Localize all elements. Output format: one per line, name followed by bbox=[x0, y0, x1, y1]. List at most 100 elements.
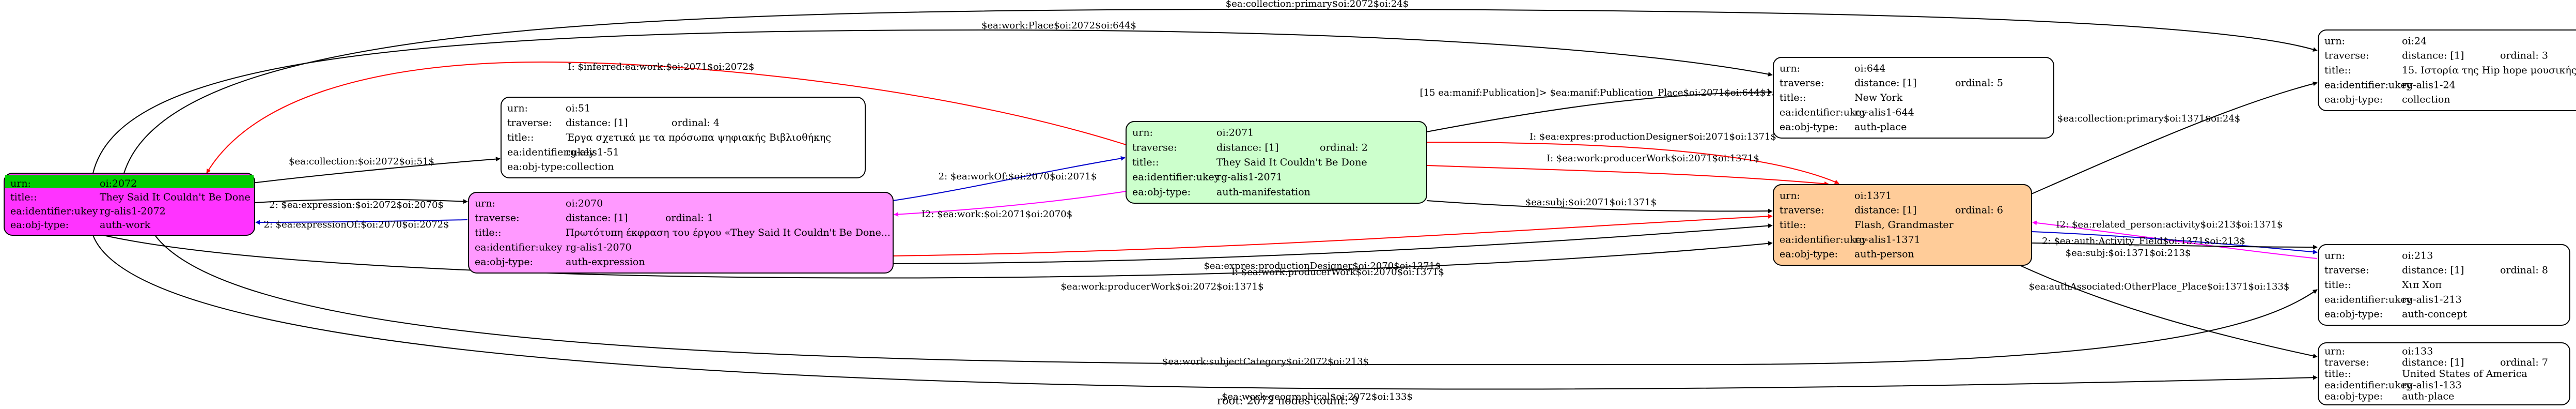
node-field-value: oi:133 bbox=[2402, 345, 2433, 357]
edge-label: $ea:collection:primary$oi:2072$oi:24$ bbox=[1226, 0, 1409, 9]
graph-edge: $ea:work:geographical$oi:2072$oi:133$ bbox=[92, 235, 2318, 402]
edge-line bbox=[255, 219, 468, 225]
node-field-value: collection bbox=[2402, 94, 2450, 105]
node-field-value: oi:644 bbox=[1854, 63, 1885, 74]
node-field-key: traverse: bbox=[1779, 205, 1824, 216]
edge-line bbox=[123, 8, 2318, 174]
graph-edge: $ea:expres:productionDesigner$oi:2070$oi… bbox=[893, 223, 1773, 271]
graph-edge: $ea:subj:$oi:1371$oi:213$ bbox=[2031, 243, 2318, 259]
edge-line bbox=[154, 235, 2318, 366]
node-field-key: ea:obj-type: bbox=[507, 161, 566, 173]
edge-line bbox=[893, 214, 1773, 256]
graph-node-n644[interactable]: urn: oi:644 traverse: distance: [1] ordinal:… bbox=[1773, 57, 2054, 139]
graph-edge: $ea:subj:$oi:2071$oi:1371$ bbox=[1426, 197, 1773, 214]
node-field-ordinal: ordinal: 8 bbox=[2500, 265, 2548, 276]
edge-label: $ea:subj:$oi:1371$oi:213$ bbox=[2066, 248, 2191, 259]
node-field-key: ea:obj-type: bbox=[475, 256, 533, 268]
node-field-value: oi:2071 bbox=[1216, 127, 1254, 139]
node-field-key: title:: bbox=[475, 227, 501, 238]
node-field-value: auth-work bbox=[100, 219, 151, 231]
edge-line bbox=[2031, 81, 2318, 194]
node-field-value: distance: [1] bbox=[566, 213, 628, 224]
edge-line bbox=[893, 223, 1773, 264]
node-field-value: New York bbox=[1854, 92, 1903, 103]
node-field-value: auth-expression bbox=[566, 256, 645, 268]
node-box bbox=[1773, 57, 2054, 139]
node-field-value: distance: [1] bbox=[2402, 50, 2464, 62]
node-field-key: ea:obj-type: bbox=[2324, 391, 2383, 402]
edge-label: I: $inferred:ea:work:$oi:2071$oi:2072$ bbox=[568, 62, 754, 72]
edge-label: [15 ea:manif:Publication]> $ea:manif:Pub… bbox=[1420, 87, 1778, 98]
edge-label: $ea:authAssociated:OtherPlace_Place$oi:1… bbox=[2029, 281, 2290, 292]
edge-label: $ea:expres:productionDesigner$oi:2070$oi… bbox=[1204, 261, 1441, 271]
edge-line bbox=[254, 199, 468, 204]
node-field-key: traverse: bbox=[475, 213, 520, 224]
node-field-ordinal: ordinal: 5 bbox=[1955, 78, 2003, 89]
node-box bbox=[501, 97, 866, 178]
node-field-key: ea:identifier:ukey bbox=[10, 205, 98, 217]
node-field-value: Έργα σχετικά με τα πρόσωπα ψηφιακής Βιβλ… bbox=[566, 132, 831, 143]
graph-edge: $ea:work:producerWork$oi:2072$oi:1371$ bbox=[103, 235, 1773, 292]
graph-edge: I: $ea:expres:productionDesigner$oi:2071… bbox=[1426, 131, 1839, 184]
node-field-value: oi:2070 bbox=[566, 198, 603, 209]
node-field-value: oi:213 bbox=[2402, 250, 2433, 261]
node-field-value: distance: [1] bbox=[1854, 205, 1916, 216]
node-field-key: ea:obj-type: bbox=[1779, 122, 1838, 133]
edge-label: I: $ea:expres:productionDesigner$oi:2071… bbox=[1529, 131, 1776, 142]
node-field-key: ea:obj-type: bbox=[1779, 249, 1838, 260]
node-field-ordinal: ordinal: 3 bbox=[2500, 50, 2548, 62]
edge-label: $ea:subj:$oi:2071$oi:1371$ bbox=[1525, 197, 1657, 208]
node-field-key: ea:obj-type: bbox=[10, 219, 69, 231]
node-box bbox=[1126, 121, 1427, 204]
node-field-key: ea:identifier:ukey bbox=[1779, 234, 1867, 245]
node-field-key: traverse: bbox=[1779, 78, 1824, 89]
node-field-value: They Said It Couldn't Be Done bbox=[1216, 157, 1367, 168]
node-field-key: title:: bbox=[2324, 368, 2351, 380]
node-field-key: title:: bbox=[1132, 157, 1159, 168]
node-field-key: ea:identifier:ukey bbox=[2324, 294, 2412, 305]
node-field-value: rg-alis1-2072 bbox=[100, 205, 166, 217]
edge-line bbox=[2032, 220, 2318, 259]
node-field-value: Πρωτότυπη έκφραση του έργου «They Said I… bbox=[566, 227, 891, 238]
node-box bbox=[2318, 342, 2570, 405]
node-field-value: distance: [1] bbox=[1216, 142, 1278, 153]
graph-edge: I2: $ea:work:$oi:2071$oi:2070$ bbox=[894, 191, 1127, 220]
node-field-key: traverse: bbox=[2324, 265, 2369, 276]
edge-line bbox=[894, 191, 1127, 217]
edge-label: $ea:collection:primary$oi:1371$oi:24$ bbox=[2057, 113, 2240, 124]
edge-line bbox=[1426, 89, 1773, 132]
node-field-value: Flash, Grandmaster bbox=[1854, 219, 1954, 231]
node-field-key: title:: bbox=[1779, 92, 1806, 103]
node-field-key: title:: bbox=[1779, 219, 1806, 231]
node-field-value: distance: [1] bbox=[566, 117, 628, 129]
node-field-value: oi:2072 bbox=[100, 178, 137, 189]
graph-caption: root: 2072 nodes count: 9 bbox=[1217, 395, 1359, 407]
node-field-value: rg-alis1-2070 bbox=[566, 241, 632, 253]
node-field-key: ea:identifier:ukey bbox=[1132, 172, 1220, 183]
node-field-value: distance: [1] bbox=[1854, 78, 1916, 89]
edge-label: $ea:collection:$oi:2072$oi:51$ bbox=[289, 156, 434, 167]
node-field-key: urn: bbox=[10, 178, 31, 189]
node-field-key: traverse: bbox=[2324, 50, 2369, 62]
node-field-key: urn: bbox=[2324, 250, 2345, 261]
node-field-key: urn: bbox=[1779, 190, 1800, 201]
edge-line bbox=[92, 29, 1773, 174]
node-field-value: oi:1371 bbox=[1854, 190, 1892, 201]
node-field-value: rg-alis1-24 bbox=[2402, 79, 2456, 90]
node-header-band bbox=[5, 175, 254, 188]
edge-line bbox=[92, 235, 2318, 390]
edge-label: I: $ea:work:producerWork$oi:2071$oi:1371… bbox=[1547, 153, 1759, 164]
edge-line bbox=[2031, 243, 2318, 250]
node-field-key: urn: bbox=[1779, 63, 1800, 74]
graph-edge: I: $ea:work:producerWork$oi:2071$oi:1371… bbox=[1426, 153, 1829, 186]
